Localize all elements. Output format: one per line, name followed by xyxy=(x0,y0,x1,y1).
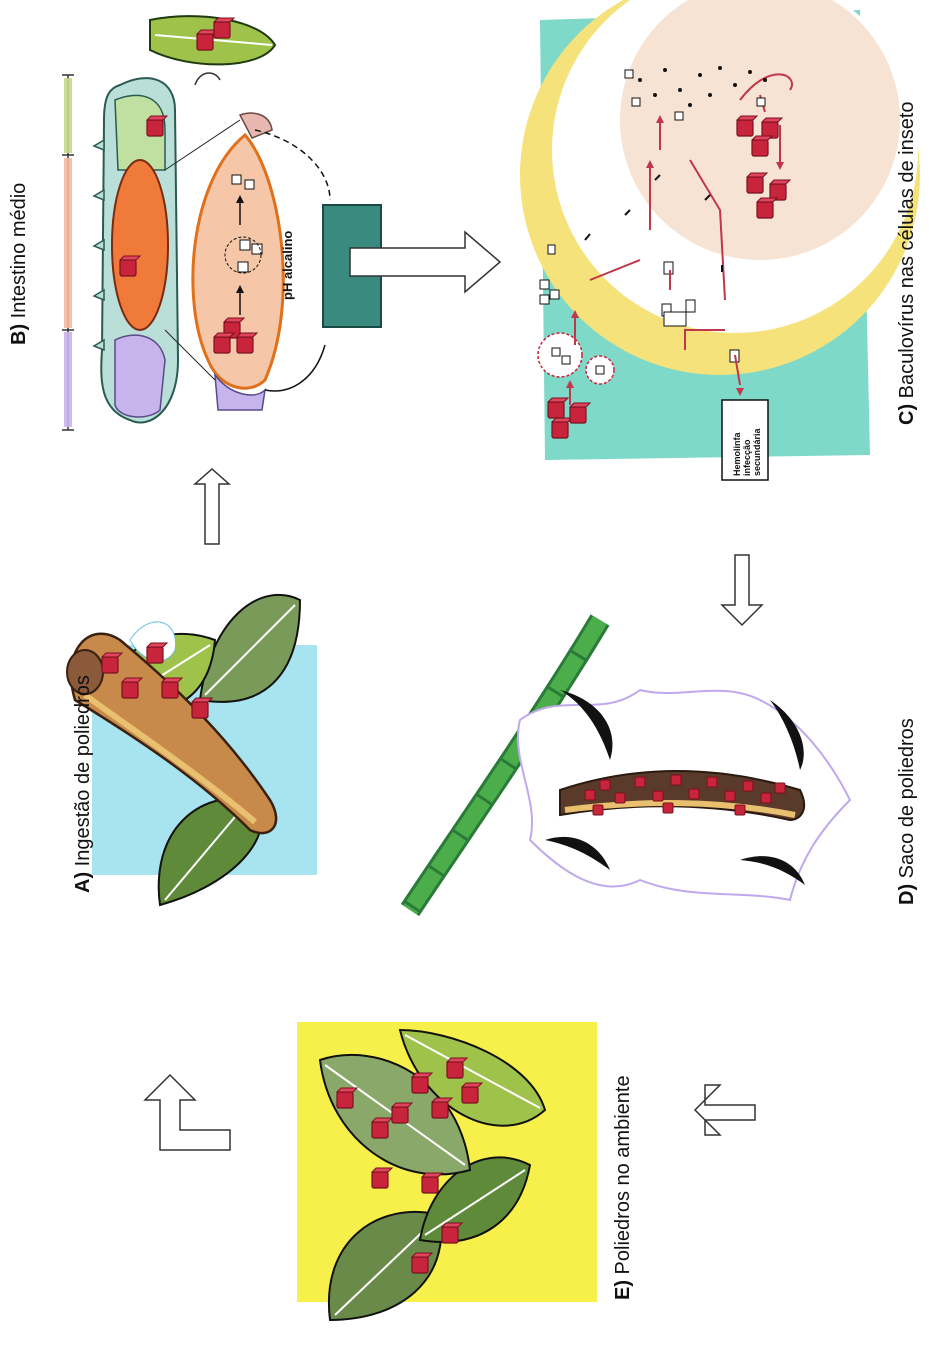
caption-d: D) Saco de poliedros xyxy=(896,718,919,905)
caption-c-text: Baculovírus nas células de inseto xyxy=(896,101,918,398)
caption-e-text: Poliedros no ambiente xyxy=(612,1075,634,1274)
hollow-arrow-icon xyxy=(145,1075,230,1150)
caption-a: A) Ingestão de poliedros xyxy=(72,675,95,893)
leaf-icon xyxy=(150,16,275,64)
hollow-arrow-icon xyxy=(695,1085,755,1135)
caption-a-text: Ingestão de poliedros xyxy=(72,675,94,866)
box-line3: secundária xyxy=(752,427,762,476)
caption-b-letter: B) xyxy=(8,324,30,345)
caption-b-text: Intestino médio xyxy=(8,183,30,319)
box-line1: Hemolinfa xyxy=(732,431,742,476)
panel-a-ingestion xyxy=(67,469,317,905)
panel-e-environment xyxy=(145,1022,755,1320)
caption-c: C) Baculovírus nas células de inseto xyxy=(896,101,919,425)
caption-e: E) Poliedros no ambiente xyxy=(612,1075,635,1300)
caption-a-letter: A) xyxy=(72,872,94,893)
caption-b: B) Intestino médio xyxy=(8,183,31,345)
midgut-section xyxy=(112,160,168,330)
panel-c-cell: Hemolinfa infecção secundária xyxy=(520,0,920,480)
ph-alcalino-label: pH alcalino xyxy=(280,231,295,300)
caption-e-letter: E) xyxy=(612,1280,634,1300)
hollow-arrow-icon xyxy=(722,555,762,625)
panel-d-sack xyxy=(410,555,850,910)
box-line2: infecção xyxy=(742,439,752,476)
caption-c-letter: C) xyxy=(896,404,918,425)
caption-d-text: Saco de poliedros xyxy=(896,718,918,878)
hollow-arrow-icon xyxy=(195,469,229,544)
caption-d-letter: D) xyxy=(896,884,918,905)
panel-b-midgut: pH alcalino xyxy=(62,16,500,430)
